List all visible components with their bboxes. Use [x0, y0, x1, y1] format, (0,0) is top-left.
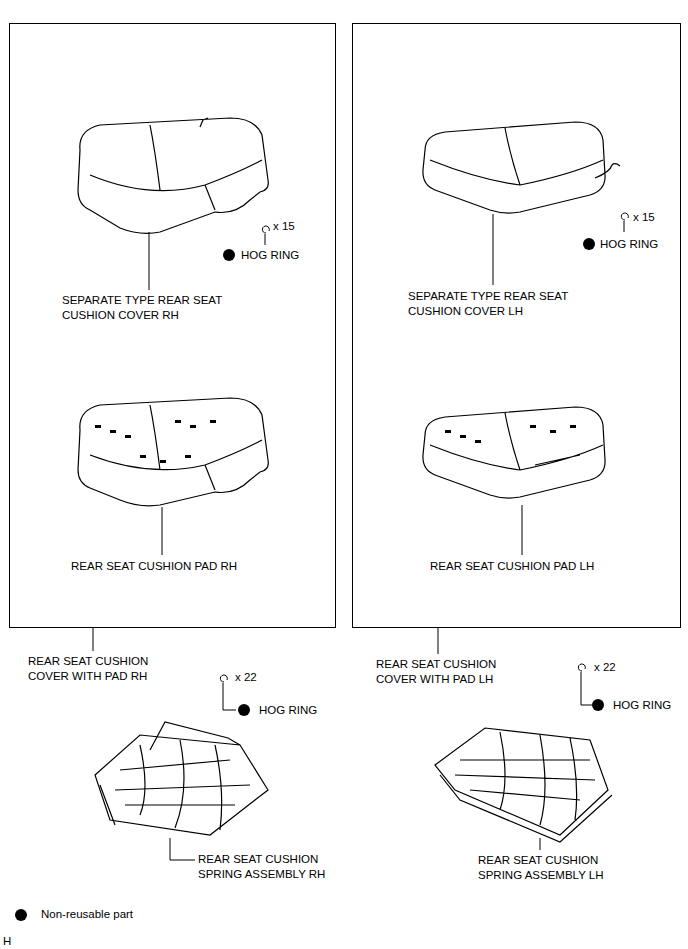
part-label: HOG RING	[241, 248, 299, 263]
non-reusable-dot	[238, 704, 250, 716]
legend-dot	[14, 908, 28, 922]
part-label: HOG RING	[600, 237, 658, 252]
legend-dot-shape	[15, 909, 27, 921]
seat-pad-rh	[78, 398, 268, 506]
seat-cover-lh	[423, 122, 620, 213]
part-label: x 22	[594, 660, 616, 675]
non-reusable-dot	[583, 238, 595, 250]
seat-pad-lh	[423, 407, 605, 498]
part-label: SEPARATE TYPE REAR SEAT CUSHION COVER RH	[62, 293, 232, 323]
hog-ring-symbol	[220, 213, 628, 710]
part-label: H	[3, 934, 11, 949]
part-label: REAR SEAT CUSHION SPRING ASSEMBLY RH	[198, 852, 338, 882]
non-reusable-dot	[223, 249, 235, 261]
non-reusable-dot	[592, 699, 604, 711]
part-label: SEPARATE TYPE REAR SEAT CUSHION COVER LH	[408, 289, 578, 319]
spring-frame-lh	[435, 728, 612, 842]
assembly-name: REAR SEAT CUSHION COVER WITH PAD LH	[376, 657, 516, 687]
seat-cover-rh	[78, 118, 268, 233]
part-label: REAR SEAT CUSHION PAD LH	[430, 559, 594, 574]
part-label: REAR SEAT CUSHION SPRING ASSEMBLY LH	[478, 853, 618, 883]
non-reusable-marks	[223, 238, 604, 716]
line-art	[78, 118, 620, 842]
spring-frame-rh	[95, 722, 268, 835]
part-label: HOG RING	[613, 698, 671, 713]
part-label: x 15	[633, 210, 655, 225]
part-label: HOG RING	[259, 703, 317, 718]
assembly-box: REAR SEAT CUSHION COVER WITH PAD RH	[9, 23, 336, 628]
legend-text: Non-reusable part	[41, 907, 133, 922]
part-label: REAR SEAT CUSHION PAD RH	[71, 559, 237, 574]
part-label: x 22	[235, 670, 257, 685]
assembly-box: REAR SEAT CUSHION COVER WITH PAD LH	[352, 23, 681, 628]
part-label: x 15	[273, 219, 295, 234]
assembly-name: REAR SEAT CUSHION COVER WITH PAD RH	[28, 654, 168, 684]
